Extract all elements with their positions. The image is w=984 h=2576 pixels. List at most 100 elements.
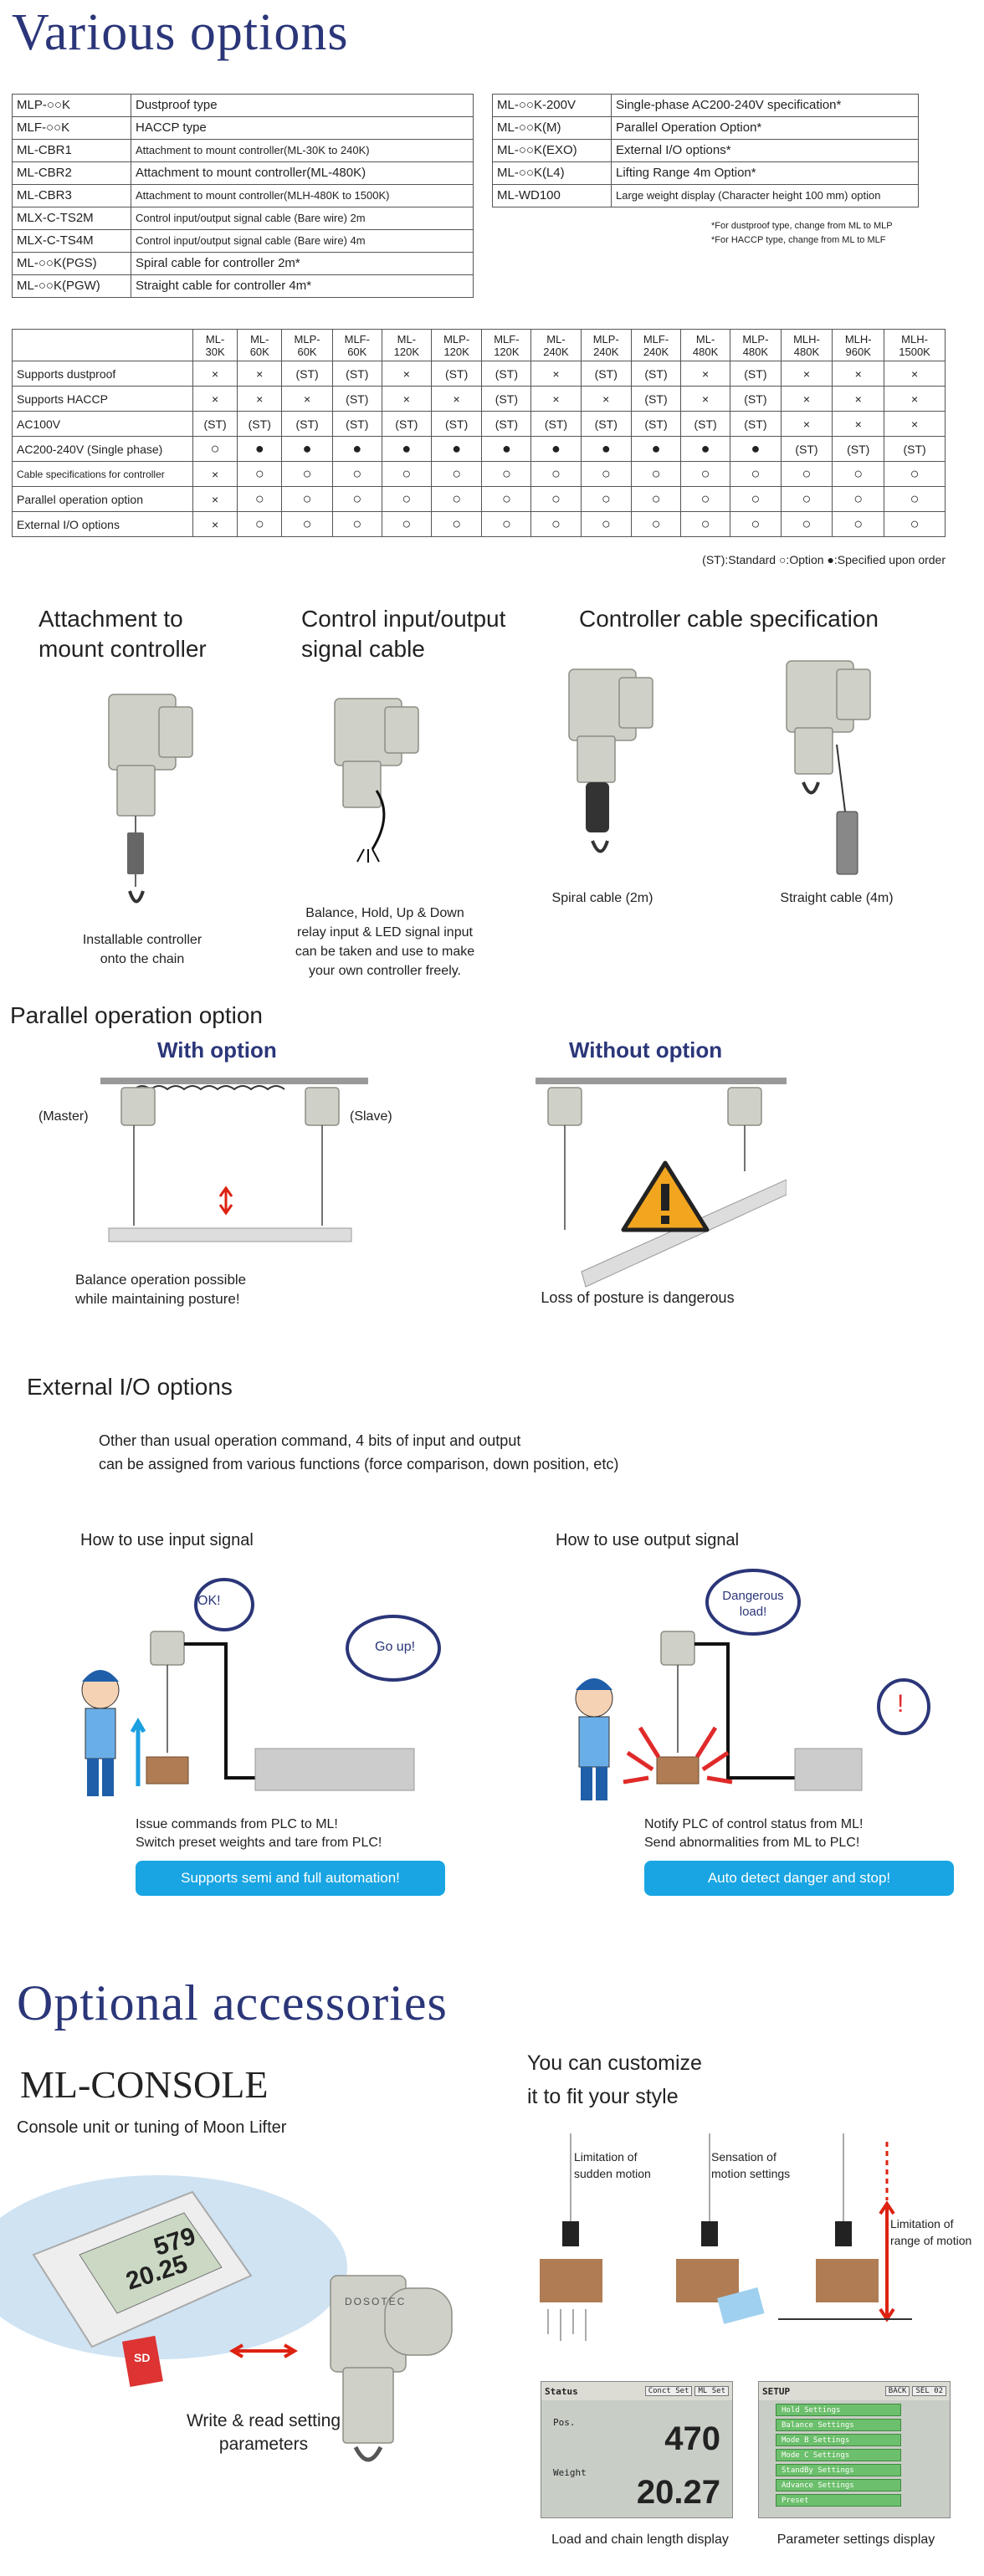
comparison-cell: ×: [530, 386, 582, 412]
model-header: ML- 240K: [530, 329, 582, 361]
comparison-cell: (ST): [630, 386, 682, 412]
model-header: MLH- 960K: [832, 329, 885, 361]
lifter-spiral-illustration: [568, 668, 653, 853]
option-desc: Attachment to mount controller(MLH-480K …: [131, 184, 474, 207]
comparison-cell: ○: [281, 486, 333, 512]
option-row: ML-○○K(EXO)External I/O options*: [492, 139, 919, 162]
comparison-cell: ○: [580, 511, 632, 537]
lifter-brand: DOSOTEC: [345, 2296, 407, 2307]
slave-label: (Slave): [350, 1109, 392, 1124]
option-code: ML-○○K(PGS): [12, 252, 131, 275]
comparison-cell: (ST): [237, 411, 283, 437]
option-desc: Large weight display (Character height 1…: [611, 184, 919, 207]
parallel-title: Parallel operation option: [10, 1002, 263, 1028]
setup-item[interactable]: Mode C Settings: [776, 2449, 950, 2461]
option-row: ML-○○K(PGS)Spiral cable for controller 2…: [12, 252, 474, 275]
setup-item[interactable]: Preset: [776, 2494, 950, 2507]
conct-set-button[interactable]: Conct Set: [644, 2386, 693, 2396]
option-desc: Parallel Operation Option*: [611, 116, 919, 140]
setup-item-label: StandBy Settings: [776, 2464, 901, 2476]
comparison-cell: ×: [832, 411, 885, 437]
external-io-desc: Other than usual operation command, 4 bi…: [99, 1432, 619, 1472]
comparison-cell: ×: [237, 386, 283, 412]
comparison-cell: ○: [680, 461, 731, 487]
comparison-cell: ●: [680, 436, 731, 462]
various-options-title: Various options: [12, 4, 349, 61]
parallel-without-illustration: [536, 1078, 787, 1288]
setup-item-label: Advance Settings: [776, 2479, 901, 2491]
input-caption: Issue commands from PLC to ML! Switch pr…: [136, 1817, 382, 1850]
setup-header: SETUP BACK SEL 02: [759, 2382, 950, 2400]
comparison-cell: ○: [780, 511, 833, 537]
comparison-cell: ○: [530, 486, 582, 512]
comparison-cell: ○: [331, 461, 382, 487]
setup-item[interactable]: Hold Settings: [776, 2404, 950, 2416]
comparison-cell: ×: [530, 361, 582, 387]
comparison-row: External I/O options×○○○○○○○○○○○○○○: [12, 511, 946, 537]
option-code: ML-○○K-200V: [492, 94, 612, 117]
cable-spec-title: Controller cable specification: [579, 606, 879, 632]
comparison-cell: ○: [237, 511, 283, 537]
comparison-cell: ○: [237, 486, 283, 512]
external-io-title: External I/O options: [27, 1374, 233, 1400]
option-desc: Attachment to mount controller(ML-30K to…: [131, 139, 474, 162]
straight-caption: Straight cable (4m): [780, 891, 894, 905]
comparison-cell: (ST): [780, 436, 833, 462]
weight-value: 20.27: [636, 2474, 720, 2511]
comparison-cell: (ST): [331, 386, 382, 412]
row-label: Supports HACCP: [12, 386, 193, 412]
comparison-cell: ×: [192, 486, 238, 512]
goup-bubble: Go up!: [375, 1640, 416, 1654]
option-desc: External I/O options*: [611, 139, 919, 162]
input-signal-title: How to use input signal: [80, 1531, 254, 1549]
exclamation-bubble: !: [897, 1690, 905, 1718]
comparison-cell: ×: [832, 386, 885, 412]
without-option-label: Without option: [569, 1037, 723, 1063]
output-signal-illustration: [575, 1569, 930, 1800]
comparison-cell: (ST): [730, 361, 782, 387]
semi-full-automation-button[interactable]: Supports semi and full automation!: [136, 1861, 445, 1896]
status-screen: Status Conct Set ML Set Pos. 470 Weight …: [541, 2381, 733, 2518]
lifter-signal-illustration: [334, 698, 419, 863]
option-code: MLX-C-TS2M: [12, 207, 131, 230]
comparison-cell: ×: [832, 361, 885, 387]
comparison-cell: ○: [884, 486, 946, 512]
comparison-cell: (ST): [430, 361, 483, 387]
comparison-cell: ○: [680, 486, 731, 512]
comparison-cell: ×: [192, 461, 238, 487]
setup-item[interactable]: Mode B Settings: [776, 2434, 950, 2446]
model-header: ML- 480K: [680, 329, 731, 361]
option-code: ML-CBR1: [12, 139, 131, 162]
comparison-cell: ●: [281, 436, 333, 462]
option-code: ML-○○K(EXO): [492, 139, 612, 162]
comparison-cell: ×: [192, 386, 238, 412]
setup-item[interactable]: StandBy Settings: [776, 2464, 950, 2476]
model-header: MLP- 240K: [580, 329, 632, 361]
comparison-cell: ○: [884, 511, 946, 537]
comparison-cell: ○: [481, 486, 532, 512]
row-label: Supports dustproof: [12, 361, 193, 387]
option-code: MLP-○○K: [12, 94, 131, 117]
setup-item[interactable]: Balance Settings: [776, 2419, 950, 2431]
auto-detect-button[interactable]: Auto detect danger and stop!: [644, 1861, 954, 1896]
comparison-row: AC100V(ST)(ST)(ST)(ST)(ST)(ST)(ST)(ST)(S…: [12, 411, 946, 437]
setup-item[interactable]: Advance Settings: [776, 2479, 950, 2491]
ml-set-button[interactable]: ML Set: [694, 2386, 729, 2396]
option-desc: Control input/output signal cable (Bare …: [131, 207, 474, 230]
comparison-cell: (ST): [630, 361, 682, 387]
comparison-cell: ○: [680, 511, 731, 537]
option-code: ML-WD100: [492, 184, 612, 207]
comparison-cell: ×: [780, 411, 833, 437]
setup-item-label: Mode C Settings: [776, 2449, 901, 2461]
limit-range-label: Limitation of range of motion: [890, 2217, 972, 2247]
model-header: MLP- 60K: [281, 329, 333, 361]
comparison-cell: ×: [237, 361, 283, 387]
mount-caption: Installable controller onto the chain: [82, 933, 202, 966]
comparison-cell: ○: [630, 511, 682, 537]
back-button[interactable]: BACK: [884, 2386, 910, 2396]
row-label: External I/O options: [12, 511, 193, 537]
sd-card-label: SD: [134, 2351, 151, 2364]
model-header: ML- 30K: [192, 329, 238, 361]
